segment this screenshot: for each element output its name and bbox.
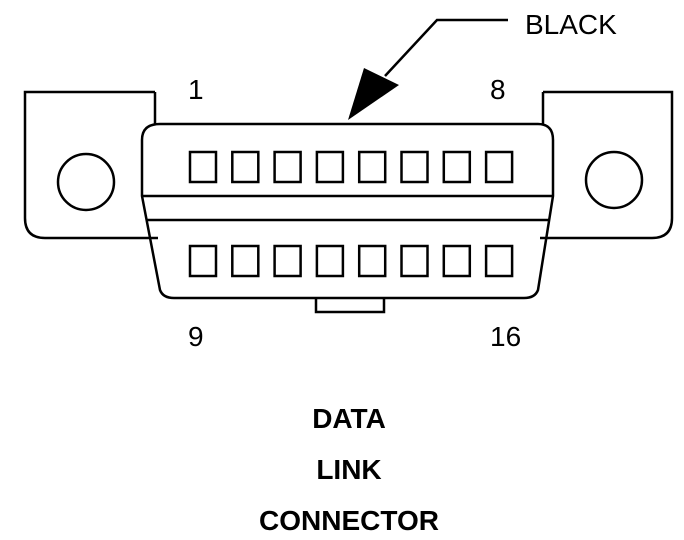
pin-socket-13 (357, 244, 387, 278)
pin-socket-3 (273, 150, 302, 184)
black-wire-leader-arrow (348, 18, 508, 120)
pin-label-16: 16 (490, 321, 521, 352)
pin-socket-8 (484, 150, 514, 184)
pin-socket-11 (273, 244, 302, 278)
pin-label-9: 9 (188, 321, 204, 352)
pin-socket-9 (188, 244, 218, 278)
left-mounting-hole (56, 152, 116, 212)
right-mounting-hole (584, 150, 644, 210)
pin-row-bottom (188, 244, 514, 278)
title-line-2: LINK (316, 454, 381, 485)
right-mounting-ear (540, 90, 674, 240)
pin-row-top (188, 150, 514, 184)
connector-key-tab (314, 298, 386, 314)
pin-socket-16 (484, 244, 514, 278)
title-line-1: DATA (312, 403, 386, 434)
pin-socket-4 (315, 150, 345, 184)
pin-socket-5 (357, 150, 387, 184)
pin-label-1: 1 (188, 74, 204, 105)
pin-socket-7 (442, 150, 472, 184)
pin-label-8: 8 (490, 74, 506, 105)
wire-color-label: BLACK (525, 9, 617, 40)
pin-socket-12 (315, 244, 345, 278)
title-line-3: CONNECTOR (259, 505, 439, 536)
left-mounting-ear (23, 90, 158, 240)
connector-body (140, 122, 555, 300)
pin-socket-1 (188, 150, 218, 184)
pin-socket-2 (231, 150, 260, 184)
pin-socket-15 (442, 244, 472, 278)
pin-socket-10 (231, 244, 260, 278)
pin-socket-14 (400, 244, 429, 278)
pin-socket-6 (400, 150, 429, 184)
